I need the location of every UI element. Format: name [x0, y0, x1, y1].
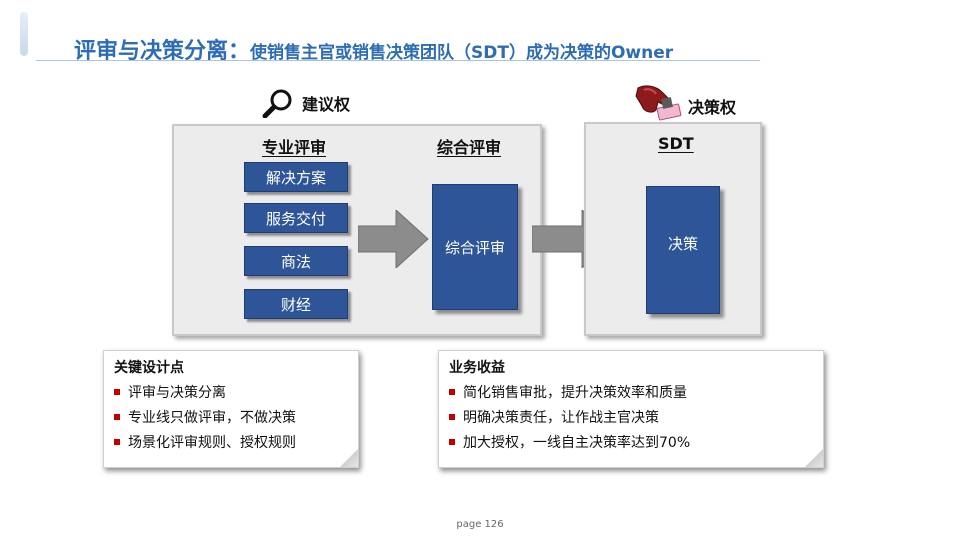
design-points-note: 关键设计点 评审与决策分离 专业线只做评审，不做决策 场景化评审规则、授权规则 [103, 350, 359, 468]
magnifier-icon [262, 89, 292, 118]
list-item: 评审与决策分离 [114, 381, 296, 406]
bullet-icon [114, 388, 120, 395]
stamp-hand-icon [635, 85, 682, 121]
list-item: 专业线只做评审，不做决策 [114, 406, 296, 431]
bullet-icon [449, 388, 455, 395]
design-points-list: 评审与决策分离 专业线只做评审，不做决策 场景化评审规则、授权规则 [114, 381, 296, 456]
bullet-icon [114, 438, 120, 445]
list-item: 简化销售审批，提升决策效率和质量 [449, 381, 690, 406]
benefits-list: 简化销售审批，提升决策效率和质量 明确决策责任，让作战主官决策 加大授权，一线自… [449, 381, 690, 456]
page-number: page 126 [456, 519, 504, 530]
review-item-business-legal: 商法 [244, 246, 348, 276]
bullet-icon [449, 438, 455, 445]
comprehensive-review-box: 综合评审 [432, 184, 518, 310]
title-divider [36, 60, 760, 61]
advice-tag: 建议权 [262, 88, 350, 118]
decision-box: 决策 [646, 186, 720, 314]
decision-tag-label: 决策权 [688, 98, 737, 117]
list-item: 场景化评审规则、授权规则 [114, 431, 296, 456]
bullet-icon [114, 413, 120, 420]
list-item: 明确决策责任，让作战主官决策 [449, 406, 690, 431]
title-main: 评审与决策分离： [74, 39, 251, 64]
decision-tag: 决策权 [632, 82, 736, 122]
sdt-header: SDT [658, 134, 694, 153]
review-item-solution: 解决方案 [244, 162, 348, 192]
title-accent-bar [20, 12, 28, 56]
comprehensive-review-header: 综合评审 [437, 138, 502, 157]
design-points-title: 关键设计点 [114, 360, 184, 376]
page-curl [805, 449, 823, 467]
review-item-finance: 财经 [244, 289, 348, 319]
bullet-icon [449, 413, 455, 420]
page-title: 评审与决策分离：使销售主官或销售决策团队（SDT）成为决策的Owner [74, 33, 673, 65]
arrow-right-icon [358, 210, 429, 268]
benefits-note: 业务收益 简化销售审批，提升决策效率和质量 明确决策责任，让作战主官决策 加大授… [438, 350, 824, 468]
page-curl [340, 449, 358, 467]
list-item: 加大授权，一线自主决策率达到70% [449, 431, 690, 456]
title-sub: 使销售主官或销售决策团队（SDT）成为决策的Owner [250, 43, 674, 63]
advice-tag-label: 建议权 [302, 95, 351, 114]
professional-review-header: 专业评审 [262, 138, 327, 157]
benefits-title: 业务收益 [449, 360, 505, 376]
review-item-service-delivery: 服务交付 [244, 203, 348, 233]
